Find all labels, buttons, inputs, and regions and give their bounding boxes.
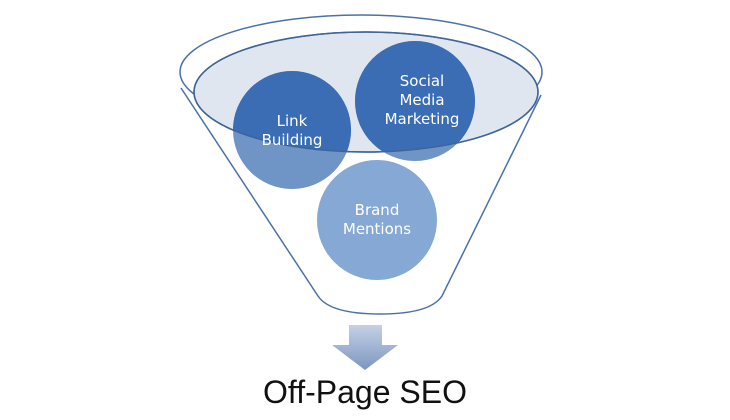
label-social-media-marketing: Social Media Marketing — [362, 72, 482, 129]
label-line: Marketing — [384, 110, 460, 128]
label-line: Brand — [354, 201, 400, 219]
label-line: Building — [261, 131, 323, 149]
label-line: Media — [399, 91, 445, 109]
label-line: Link — [276, 112, 308, 130]
funnel-body — [180, 87, 542, 315]
label-brand-mentions: Brand Mentions — [317, 201, 437, 239]
label-link-building: Link Building — [232, 112, 352, 150]
circle-brand-mentions — [317, 160, 437, 280]
down-arrow-icon — [332, 325, 398, 370]
label-line: Mentions — [342, 220, 412, 238]
label-line: Social — [399, 72, 445, 90]
diagram-title: Off-Page SEO — [263, 374, 467, 410]
